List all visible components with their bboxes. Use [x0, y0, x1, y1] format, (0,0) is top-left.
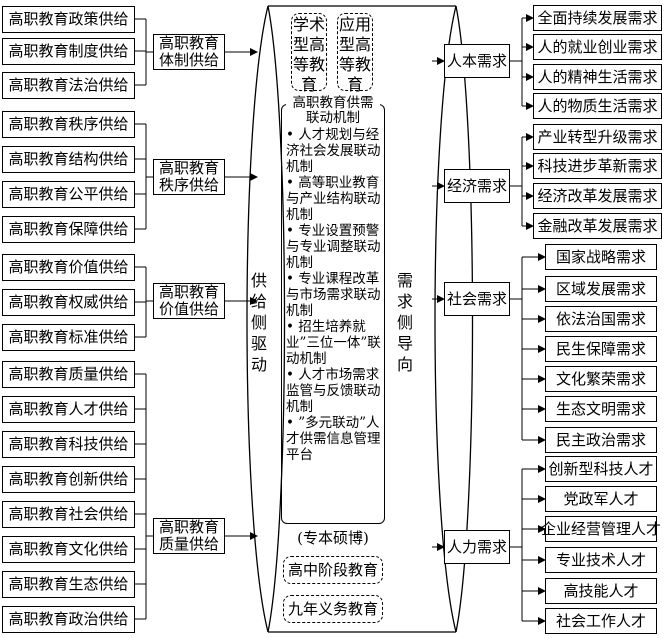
demand-item: 创新型科技人才	[545, 456, 657, 482]
demand-item: 民生保障需求	[545, 336, 657, 362]
supply-item: 高职教育质量供给	[2, 361, 135, 388]
supply-item: 高职教育社会供给	[2, 501, 135, 528]
supply-item: 高职教育秩序供给	[2, 111, 135, 138]
supply-item: 高职教育价值供给	[2, 254, 135, 281]
mechanism-item: • 专业课程改革与市场需求联动机制	[286, 271, 381, 319]
supply-group-label: 高职教育质量供给	[153, 518, 225, 554]
demand-item: 高技能人才	[545, 578, 657, 604]
demand-item: 专业技术人才	[545, 547, 657, 573]
demand-item: 企业经营管理人才	[541, 516, 661, 542]
demand-group-label: 经济需求	[444, 169, 510, 203]
supply-item: 高职教育政治供给	[2, 606, 135, 633]
demand-item: 人的物质生活需求	[533, 93, 662, 119]
demand-item: 人的精神生活需求	[533, 64, 662, 90]
mechanism-item: • ”多元联动”人才供需信息管理平台	[286, 415, 381, 463]
supply-item: 高职教育公平供给	[2, 181, 135, 208]
demand-item: 产业转型升级需求	[533, 124, 662, 150]
levels-label: (专本硕博)	[297, 529, 369, 547]
supply-group-label: 高职教育价值供给	[153, 283, 225, 319]
demand-item: 党政军人才	[545, 486, 657, 512]
supply-item: 高职教育政策供给	[2, 6, 135, 33]
supply-group-label: 高职教育秩序供给	[153, 159, 225, 195]
demand-item: 全面持续发展需求	[533, 5, 662, 31]
supply-item: 高职教育人才供给	[2, 396, 135, 423]
demand-item: 民主政治需求	[545, 427, 657, 453]
supply-item: 高职教育文化供给	[2, 536, 135, 563]
mechanism-title: 高职教育供需联动机制	[286, 96, 380, 126]
supply-item: 高职教育权威供给	[2, 289, 135, 316]
supply-item: 高职教育保障供给	[2, 216, 135, 243]
demand-item: 科技进步革新需求	[533, 153, 662, 179]
supply-side-label: 供给侧驱动	[250, 271, 267, 374]
demand-item: 人的就业创业需求	[533, 34, 662, 60]
supply-item: 高职教育结构供给	[2, 146, 135, 173]
mechanism-item: • 高等职业教育与产业结构联动机制	[286, 175, 381, 223]
demand-item: 经济改革发展需求	[533, 183, 662, 209]
mechanism-panel: 高职教育供需联动机制 • 人才规划与经济社会发展联动机制• 高等职业教育与产业结…	[281, 96, 385, 524]
demand-item: 生态文明需求	[545, 396, 657, 422]
demand-side-label: 需求侧导向	[396, 271, 413, 374]
supply-item: 高职教育科技供给	[2, 431, 135, 458]
demand-item: 金融改革发展需求	[533, 213, 662, 239]
supply-item: 高职教育制度供给	[2, 38, 135, 65]
mechanism-item: • 人才规划与经济社会发展联动机制	[286, 127, 381, 175]
demand-group-label: 人本需求	[444, 44, 510, 78]
demand-item: 国家战略需求	[545, 244, 657, 270]
supply-item: 高职教育标准供给	[2, 324, 135, 351]
supply-item: 高职教育生态供给	[2, 571, 135, 598]
demand-item: 依法治国需求	[545, 306, 657, 332]
high-school-education: 高中阶段教育	[283, 556, 383, 584]
nine-year-education: 九年义务教育	[283, 595, 383, 623]
supply-item: 高职教育法治供给	[2, 72, 135, 99]
mechanism-item: • 人才市场需求监管与反馈联动机制	[286, 367, 381, 415]
supply-group-label: 高职教育体制供给	[153, 34, 225, 70]
demand-item: 区域发展需求	[545, 276, 657, 302]
academic-higher-education: 学术型高等教育	[291, 13, 327, 94]
mechanism-item: • 专业设置预警与专业调整联动机制	[286, 223, 381, 271]
supply-item: 高职教育创新供给	[2, 466, 135, 493]
demand-group-label: 社会需求	[444, 282, 510, 316]
demand-item: 文化繁荣需求	[545, 366, 657, 392]
demand-group-label: 人力需求	[444, 530, 510, 564]
mechanism-item: • 招生培养就业”三位一体”联动机制	[286, 319, 381, 367]
applied-higher-education: 应用型高等教育	[337, 13, 373, 94]
demand-item: 社会工作人才	[545, 608, 657, 634]
